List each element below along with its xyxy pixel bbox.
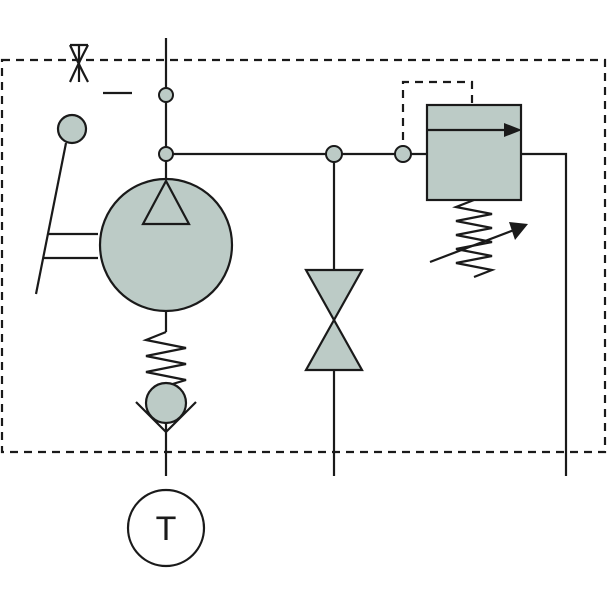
throttle-cross-icon: [68, 43, 132, 95]
pump-spring-icon: [142, 330, 187, 388]
adjustable-spring-icon: [429, 198, 528, 279]
dashed-enclosure-boundary: [0, 58, 607, 454]
check-valve-icon: [135, 381, 197, 434]
shutoff-valve-icon: [304, 268, 364, 372]
tank-label: T: [156, 510, 177, 548]
junction-node: [158, 146, 174, 162]
relief-return-line: [521, 152, 568, 476]
junction-node: [158, 87, 174, 103]
pressure-relief-valve-icon: [425, 103, 523, 202]
hand-lever-icon: [34, 113, 98, 295]
junction-node: [325, 145, 343, 163]
pump-icon: [98, 177, 234, 313]
junction-node: [394, 145, 412, 163]
pilot-line: [401, 80, 474, 154]
tank-icon: T: [126, 488, 206, 568]
